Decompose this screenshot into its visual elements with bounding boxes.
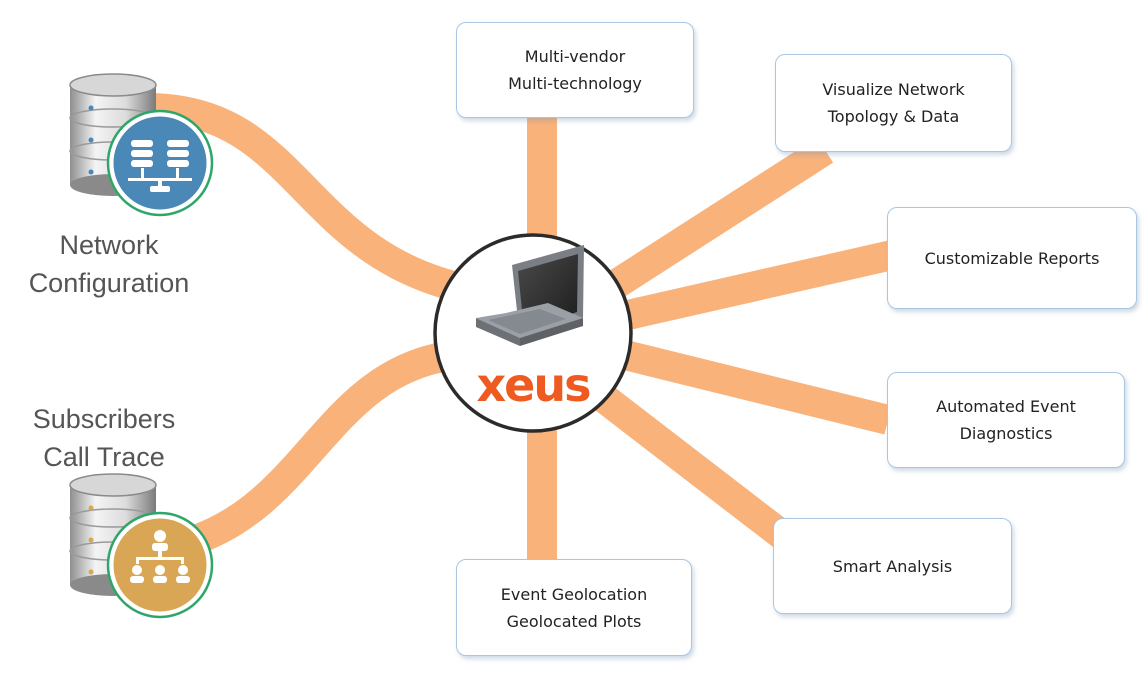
connector-network-configuration xyxy=(149,93,474,305)
connector-subscribers-call-trace xyxy=(189,340,458,555)
connectors xyxy=(149,93,896,560)
connector-visualize-topology xyxy=(606,137,834,298)
feature-box-automated-diagnostics: Automated Event Diagnostics xyxy=(887,372,1125,468)
org-chart-badge xyxy=(106,511,214,619)
source-label-network-configuration: Network Configuration xyxy=(28,230,190,298)
feature-box-event-geolocation: Event Geolocation Geolocated Plots xyxy=(456,559,692,656)
feature-box-customizable-reports: Customizable Reports xyxy=(887,207,1137,309)
connector-smart-analysis xyxy=(590,383,805,557)
xeus-logo: xeus xyxy=(476,358,592,412)
source-label-subscribers-call-trace: Subscribers Call Trace xyxy=(32,404,176,472)
laptop-icon xyxy=(476,245,584,346)
connector-automated-diagnostics xyxy=(621,340,892,435)
connector-customizable-reports xyxy=(624,240,896,330)
feature-box-multi-vendor: Multi-vendor Multi-technology xyxy=(456,22,694,118)
feature-box-smart-analysis: Smart Analysis xyxy=(773,518,1012,614)
feature-box-visualize-topology: Visualize Network Topology & Data xyxy=(775,54,1012,152)
network-badge xyxy=(106,109,214,217)
